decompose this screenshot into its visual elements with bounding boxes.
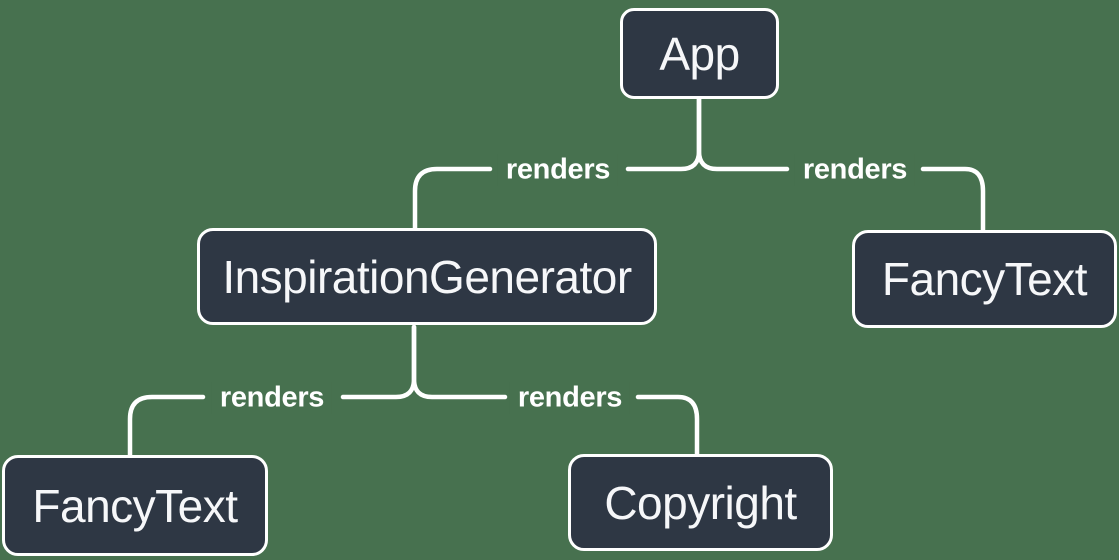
edge-inspirationgenerator-copyright-line-start <box>411 324 508 400</box>
node-fancy-text-top-right-label: FancyText <box>881 253 1088 305</box>
edge-app-fancytext-line-end <box>920 166 986 233</box>
node-fancy-text-bottom-left-label: FancyText <box>32 479 238 532</box>
node-inspiration-generator-label: InspirationGenerator <box>222 250 632 303</box>
node-fancy-text-top-right: FancyText <box>852 230 1117 328</box>
node-fancy-text-bottom-left: FancyText <box>2 455 268 556</box>
node-copyright-label: Copyright <box>604 476 797 529</box>
edge-inspirationgenerator-copyright-line-end <box>635 394 700 457</box>
node-app: App <box>620 8 779 99</box>
edge-label-inspirationgenerator-copyright: renders <box>509 381 631 415</box>
edge-label-app-fancytext: renders <box>794 153 916 187</box>
edge-app-fancytext-line-start <box>696 96 790 172</box>
edge-app-inspirationgenerator-line-end <box>412 166 493 231</box>
node-inspiration-generator: InspirationGenerator <box>197 228 657 325</box>
node-app-label: App <box>659 27 740 80</box>
edge-label-app-inspirationgenerator: renders <box>497 153 619 187</box>
node-copyright: Copyright <box>568 454 833 551</box>
edge-label-inspirationgenerator-fancytext: renders <box>211 381 333 415</box>
edge-inspirationgenerator-fancytext-line-start <box>340 324 417 400</box>
edge-inspirationgenerator-fancytext-line-end <box>127 394 206 458</box>
edge-app-inspirationgenerator-line-start <box>625 96 702 172</box>
